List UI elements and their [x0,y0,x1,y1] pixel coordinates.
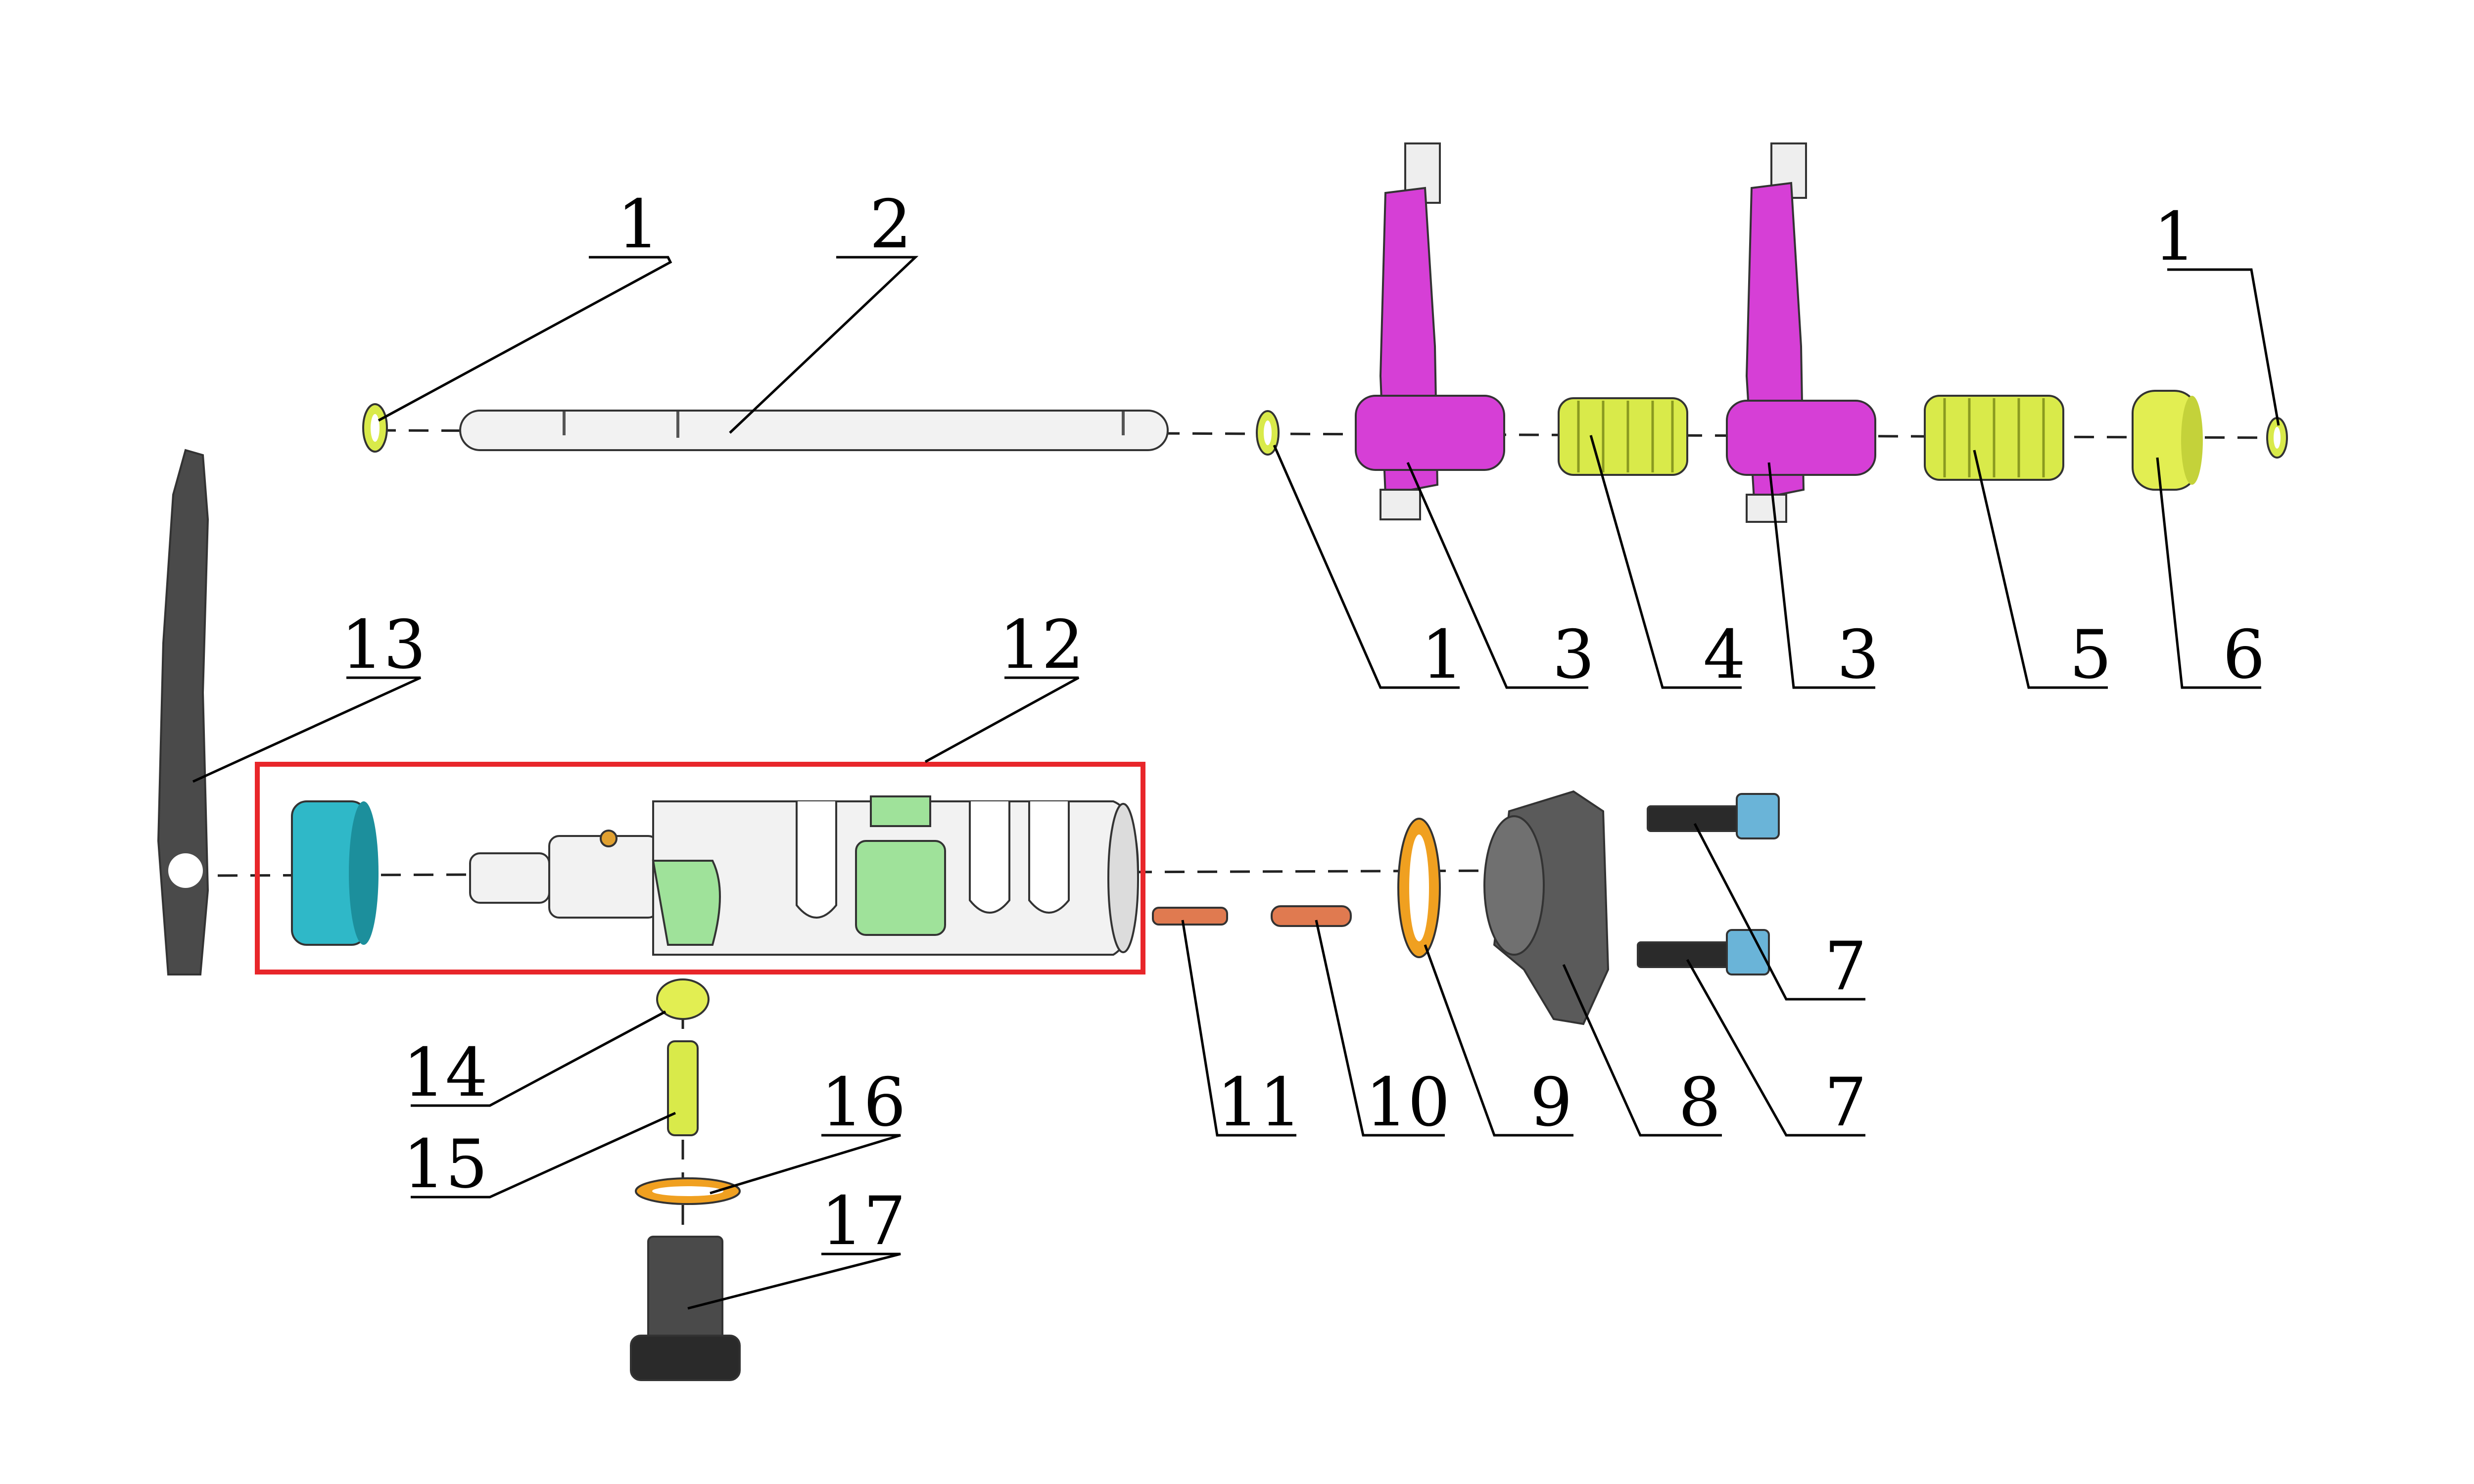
part-pin [1271,905,1352,927]
callout-labels: 1 2 1 1 3 4 3 5 6 13 12 7 7 14 15 16 17 … [341,186,2265,1260]
part-shift-fork-b [1726,142,1876,523]
part-spring-11 [1152,907,1228,926]
part-o-ring-9 [1397,818,1441,958]
part-plug-bolt [630,1236,741,1381]
callout-6: 6 [2223,616,2265,694]
part-bolt-b [1637,929,1770,975]
callout-1-left: 1 [617,186,660,263]
part-drum-cap [291,800,379,946]
callout-3-b: 3 [1837,616,1879,694]
callout-1-right: 1 [2153,198,2196,276]
callout-16: 16 [821,1064,906,1141]
callout-7-b: 7 [1824,1064,1867,1141]
callout-1-mid: 1 [1421,616,1464,694]
callout-4: 4 [1703,616,1746,694]
part-circlip-right [2266,417,2288,459]
part-fork-shaft [459,410,1169,451]
part-shift-fork-a [1355,142,1505,520]
part-o-ring-16 [635,1177,741,1205]
callout-2: 2 [869,186,912,263]
part-shift-drum [469,795,1140,956]
callout-15: 15 [403,1125,488,1203]
part-bolt-a [1647,793,1780,839]
part-bearing-holder [1483,790,1610,1025]
callout-14: 14 [403,1034,488,1112]
callout-12: 12 [999,606,1084,684]
callout-9: 9 [1530,1064,1572,1141]
callout-7-a: 7 [1824,928,1867,1005]
callout-17: 17 [821,1182,906,1260]
part-circlip-mid [1256,410,1280,456]
callout-13: 13 [341,606,426,684]
callout-8: 8 [1678,1064,1721,1141]
part-ball [656,978,710,1020]
callout-10: 10 [1365,1064,1450,1141]
callout-11: 11 [1217,1064,1302,1141]
part-collar [2132,390,2203,491]
part-spring-15 [667,1040,699,1136]
callout-3-a: 3 [1552,616,1595,694]
part-circlip-left [362,403,388,453]
shift-drum-highlight-box [255,762,1145,974]
part-shift-plate [157,449,209,975]
callout-5: 5 [2069,616,2112,694]
leader-lines [192,256,2280,1310]
part-spring-5 [1924,395,2064,481]
part-spring-4 [1558,397,1688,476]
